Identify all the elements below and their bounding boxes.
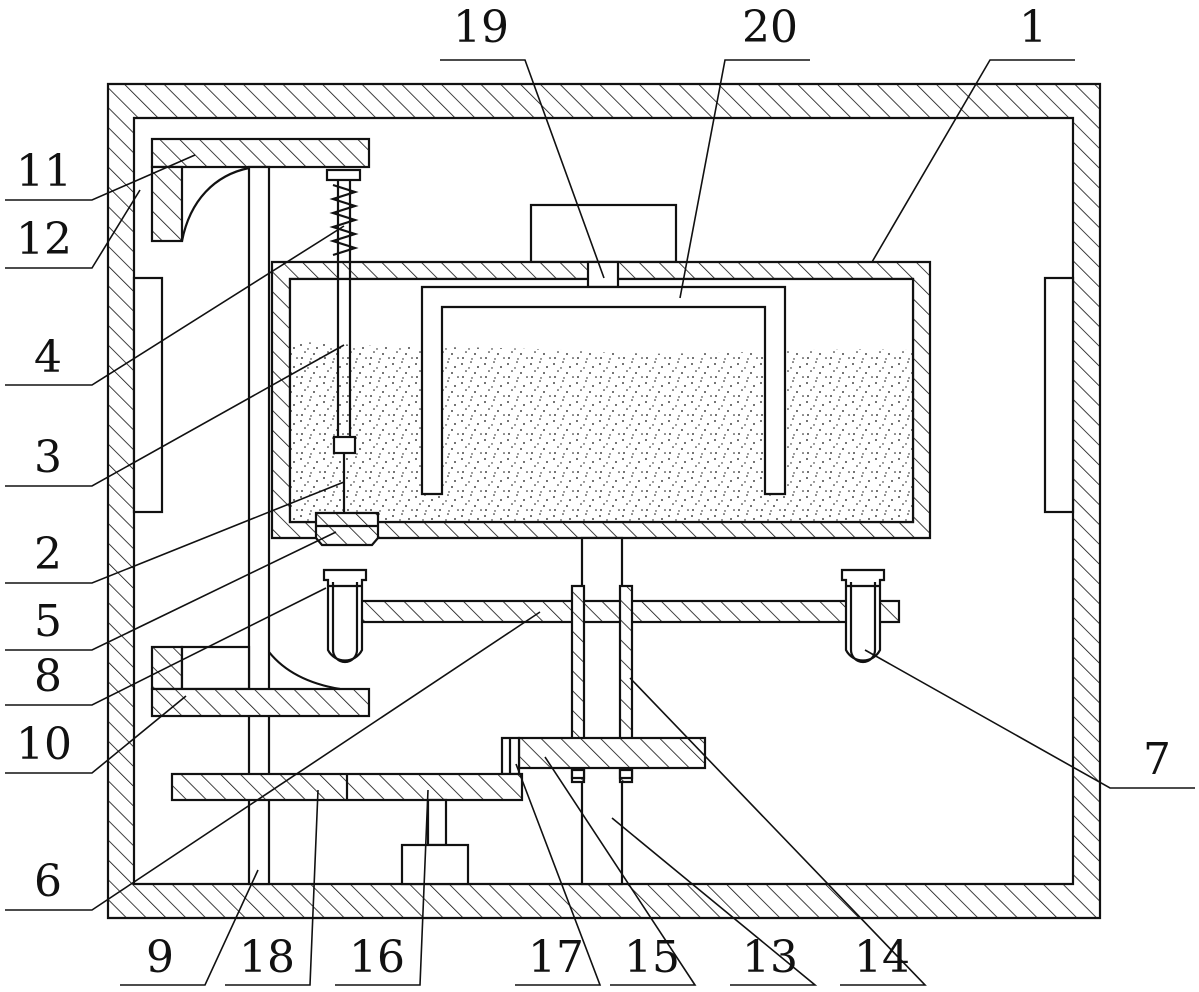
bottom-motor: [400, 843, 470, 886]
callout-11: 11: [16, 146, 72, 197]
callout-18: 18: [239, 932, 295, 983]
callout-16: 16: [349, 932, 405, 983]
callout-5: 5: [34, 596, 62, 647]
leader-lines: [5, 59, 1195, 986]
arm-sleeve: [570, 584, 586, 784]
callout-8: 8: [34, 651, 62, 702]
lower-bracket: [150, 645, 371, 718]
test-tube-right: [840, 568, 886, 664]
top-motor: [529, 203, 678, 264]
callout-12: 12: [16, 214, 72, 265]
callout-6: 6: [34, 856, 62, 907]
callout-9: 9: [146, 932, 174, 983]
outer-housing: [106, 82, 1102, 920]
callout-1: 1: [1019, 2, 1047, 53]
stirrer-frame: [420, 285, 787, 496]
left-side-window: [132, 276, 164, 514]
central-column: [580, 536, 624, 886]
bottom-motor-shaft: [426, 798, 448, 847]
right-side-window: [1043, 276, 1075, 514]
callout-2: 2: [34, 529, 62, 580]
callout-20: 20: [742, 2, 798, 53]
callout-13: 13: [742, 932, 798, 983]
callout-3: 3: [34, 432, 62, 483]
callout-15: 15: [624, 932, 680, 983]
callout-19: 19: [453, 2, 509, 53]
gear-assembly: [500, 736, 707, 776]
test-tube-left: [322, 568, 368, 664]
callout-7: 7: [1143, 734, 1171, 785]
callout-10: 10: [16, 719, 72, 770]
spring-plunger: [314, 168, 380, 547]
callout-4: 4: [34, 332, 62, 383]
callout-14: 14: [854, 932, 910, 983]
callout-17: 17: [528, 932, 584, 983]
callout-labels: 19 20 1 11 12 4 3 2 5 8 10 6 7 9 18 16 1…: [16, 2, 1171, 983]
